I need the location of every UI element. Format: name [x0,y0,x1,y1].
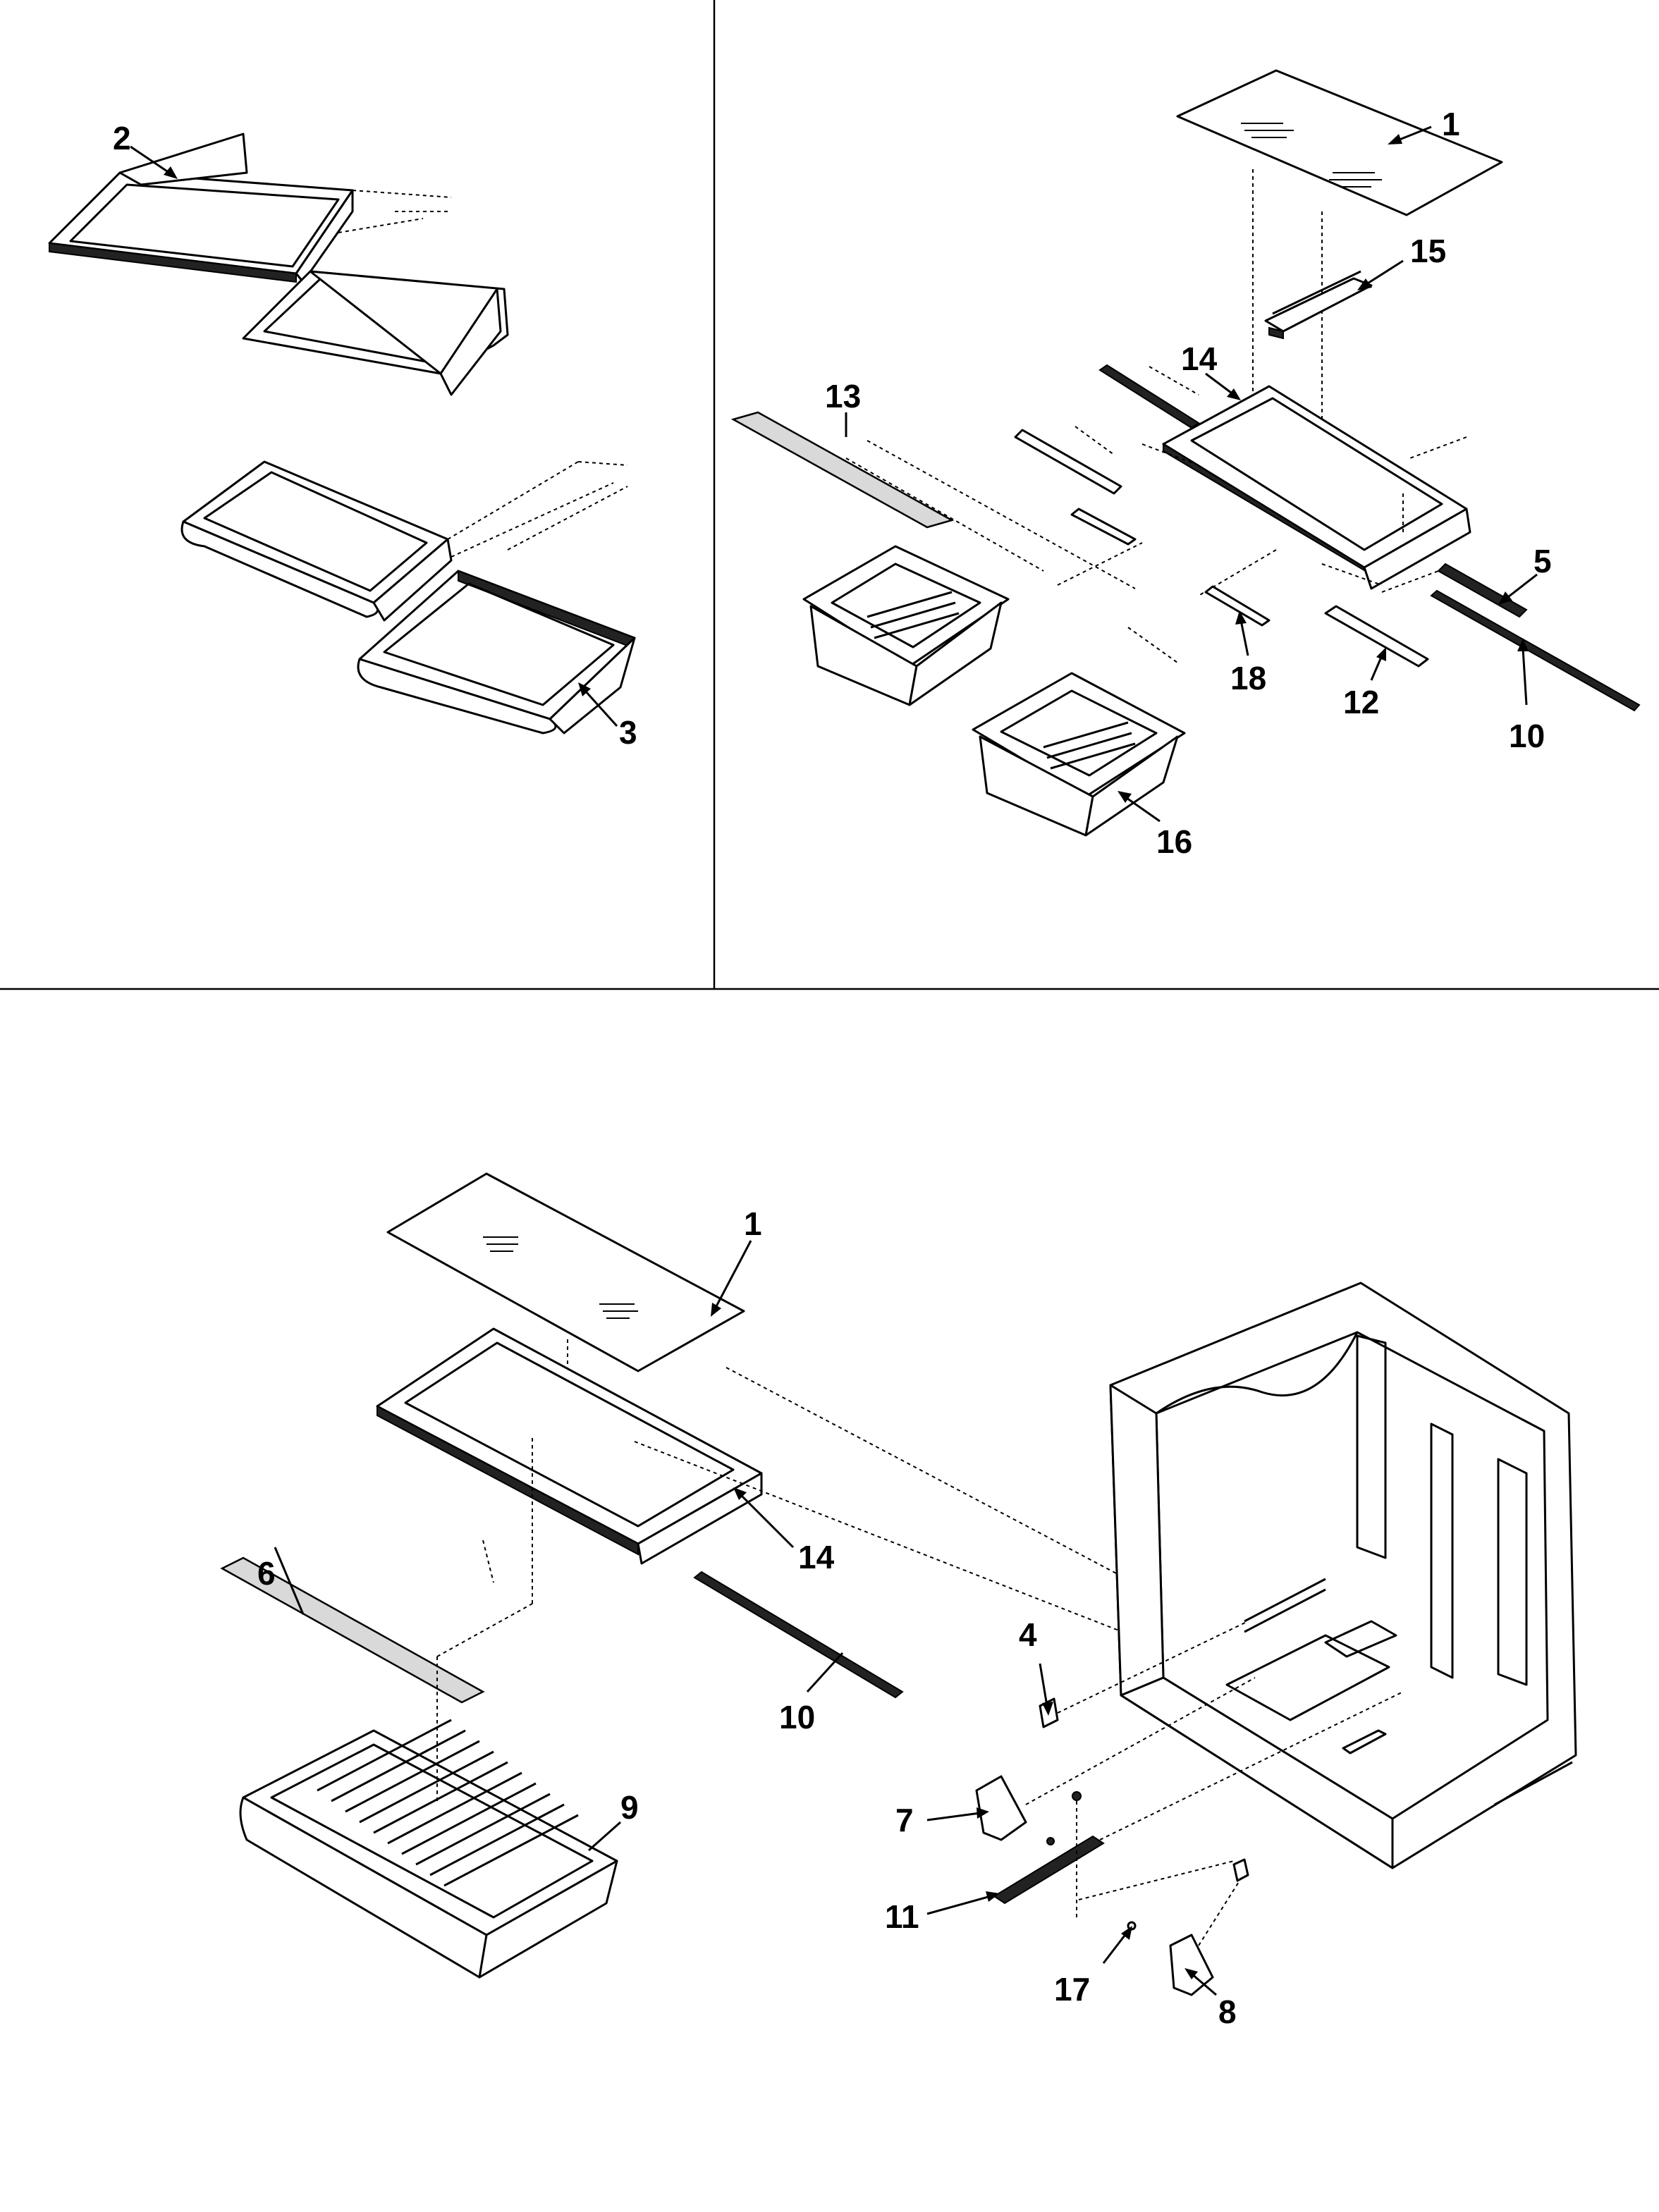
cover-strip [730,411,1136,589]
svg-text:18: 18 [1230,660,1266,696]
bottom-hardware [975,1621,1404,1996]
callout-shelf-upper: 2 [113,120,178,179]
callout-screw: 17 [1054,1926,1132,2008]
svg-text:13: 13 [825,378,861,414]
svg-text:4: 4 [1019,1616,1037,1653]
callout-divider: 18 [1230,610,1266,696]
svg-text:1: 1 [744,1205,762,1242]
callout-support-left: 7 [895,1802,989,1838]
callout-rail-bracket: 11 [885,1891,1000,1935]
shelf-lower-pair [180,460,636,735]
frame-bottom [376,1327,1235,1668]
svg-text:15: 15 [1410,233,1446,269]
trim-strip [220,1540,494,1704]
svg-text:8: 8 [1218,1993,1237,2030]
callout-support-right: 8 [1184,1968,1237,2030]
svg-text:1: 1 [1442,106,1460,142]
refrigerator-liner [1109,1282,1577,1869]
callout-rail-top: 5 [1498,543,1552,605]
shelf-upper-pair [48,133,509,396]
pantry-drawer [239,1438,618,1979]
callout-frame-bottom: 14 [733,1487,835,1575]
svg-text:17: 17 [1054,1971,1090,2008]
svg-text:7: 7 [895,1802,914,1838]
svg-text:6: 6 [257,1555,276,1592]
svg-text:10: 10 [1509,718,1545,754]
svg-text:10: 10 [779,1699,815,1735]
frame-top [1149,366,1471,590]
svg-text:16: 16 [1156,823,1192,860]
svg-text:12: 12 [1343,684,1379,720]
callout-long-rail-top: 10 [1509,639,1545,754]
callout-drawer: 9 [588,1789,639,1852]
callout-trim: 6 [257,1547,305,1615]
crisper-left [802,542,1143,706]
callout-glass-top: 1 [1388,106,1460,145]
svg-text:14: 14 [798,1539,835,1575]
svg-text:2: 2 [113,120,131,156]
rail-bottom [693,1571,904,1699]
callout-hinge: 15 [1357,233,1446,290]
hinge-part [1264,270,1373,340]
rail-strips-top [1014,364,1641,712]
svg-text:14: 14 [1181,340,1218,377]
callout-frame-top: 14 [1181,340,1241,400]
callout-cover-strip: 13 [825,378,861,437]
callout-slide: 12 [1343,647,1386,720]
callout-rail-bottom: 10 [779,1652,844,1735]
svg-text:11: 11 [885,1898,919,1935]
glass-panel-bottom [386,1172,745,1434]
callout-bracket-small: 4 [1019,1616,1053,1716]
callout-glass-bottom: 1 [711,1205,762,1317]
glass-panel-top [1176,69,1503,536]
svg-text:3: 3 [619,714,637,751]
svg-text:5: 5 [1533,543,1552,579]
callout-crisper: 16 [1118,791,1192,860]
callout-shelf-lower: 3 [578,682,637,751]
svg-text:9: 9 [620,1789,639,1826]
drawer-slats [317,1719,579,1887]
crisper-right [972,627,1186,837]
